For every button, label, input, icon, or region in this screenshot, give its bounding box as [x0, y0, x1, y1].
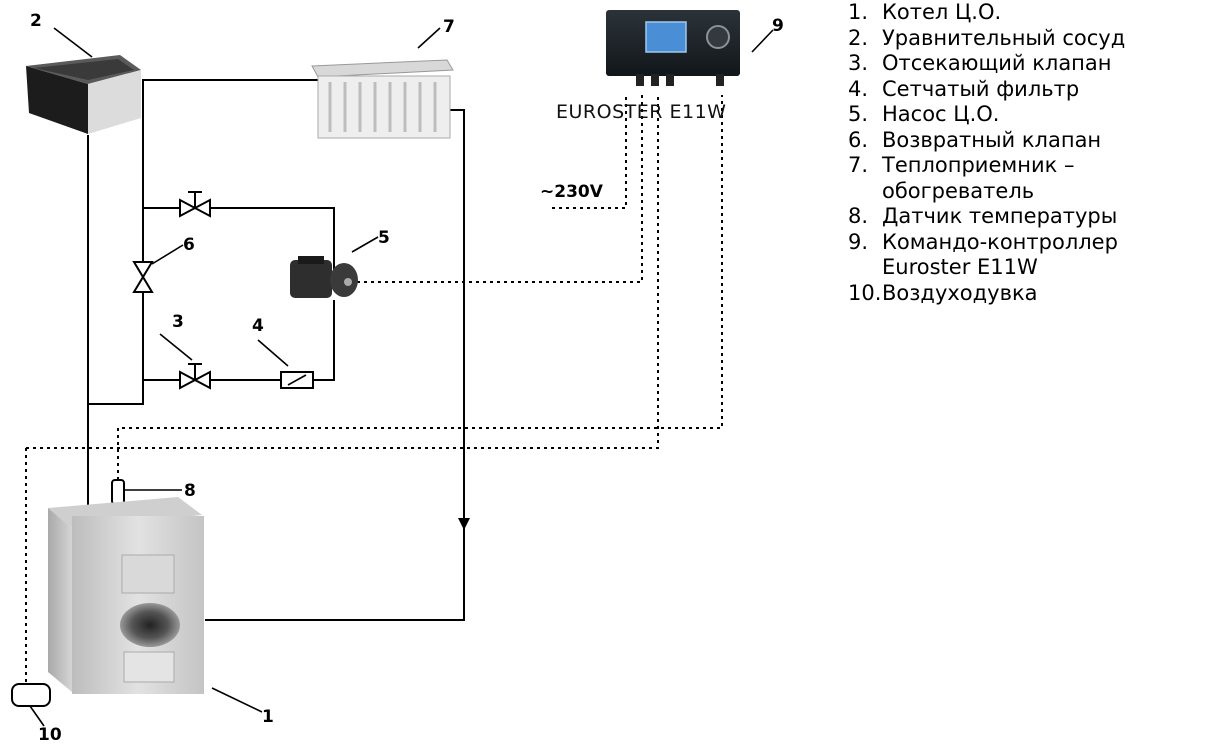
controller-model-label: EUROSTER E11W — [556, 101, 726, 123]
legend-text: Командо-контроллер Euroster E11W — [882, 229, 1118, 280]
legend-item: 6. Возвратный клапан — [848, 128, 1125, 154]
legend-number: 3. — [848, 51, 869, 75]
legend-item: 3. Отсекающий клапан — [848, 51, 1125, 77]
callout-2: 2 — [30, 11, 42, 31]
legend-text: Воздуходувка — [882, 280, 1038, 305]
controller-euroster — [606, 10, 740, 86]
legend-number: 6. — [848, 127, 869, 152]
legend-item: 1. Котел Ц.О. — [848, 0, 1125, 26]
shutoff-valve-icon — [179, 363, 211, 390]
flow-arrow-icon — [458, 518, 470, 530]
callout-8: 8 — [184, 481, 196, 501]
legend-number: 1. — [848, 0, 869, 24]
check-valve-icon — [132, 261, 154, 293]
legend-item: 10.Воздуходувка — [848, 281, 1125, 307]
legend-number: 10. — [848, 280, 882, 305]
wiring — [25, 95, 723, 700]
mesh-filter-icon — [280, 371, 314, 389]
legend-text: Котел Ц.О. — [882, 0, 1002, 24]
legend-number: 4. — [848, 76, 869, 101]
legend-item: 5. Насос Ц.О. — [848, 102, 1125, 128]
legend-text: Отсекающий клапан — [882, 51, 1112, 75]
legend-item: 4. Сетчатый фильтр — [848, 77, 1125, 103]
legend-text: Теплоприемник – обогреватель — [882, 153, 1075, 203]
callout-9: 9 — [772, 16, 784, 36]
pump — [290, 256, 358, 298]
callout-3: 3 — [172, 312, 184, 332]
legend-number: 5. — [848, 102, 869, 126]
legend-number: 7. — [848, 153, 869, 177]
callout-10: 10 — [38, 725, 62, 745]
expansion-vessel — [26, 55, 141, 134]
radiator — [311, 59, 454, 139]
gate-valve-upper-icon — [179, 191, 211, 218]
legend-text: Датчик температуры — [882, 204, 1118, 228]
legend-item: 7. Теплоприемник – обогреватель — [848, 153, 1125, 204]
legend-number: 9. — [848, 229, 869, 254]
callout-1: 1 — [262, 707, 274, 727]
callout-6: 6 — [183, 235, 195, 255]
legend-text: Возвратный клапан — [882, 127, 1102, 152]
legend-list: 1. Котел Ц.О. 2. Уравнительный сосуд 3. Отс… — [848, 0, 1125, 306]
callout-7: 7 — [443, 17, 455, 37]
legend-item: 2. Уравнительный сосуд — [848, 26, 1125, 52]
callout-4: 4 — [252, 316, 264, 336]
blower-icon — [11, 683, 51, 707]
legend-item: 9. Командо-контроллер Euroster E11W — [848, 230, 1125, 281]
boiler — [48, 497, 204, 694]
callout-5: 5 — [378, 228, 390, 248]
legend-number: 2. — [848, 25, 869, 50]
voltage-label: ~230V — [540, 182, 604, 202]
legend-item: 8. Датчик температуры — [848, 204, 1125, 230]
legend-text: Насос Ц.О. — [882, 102, 1000, 126]
legend-text: Уравнительный сосуд — [882, 25, 1126, 50]
legend-text: Сетчатый фильтр — [882, 76, 1080, 101]
temperature-sensor-icon — [111, 479, 125, 505]
legend-number: 8. — [848, 204, 869, 228]
